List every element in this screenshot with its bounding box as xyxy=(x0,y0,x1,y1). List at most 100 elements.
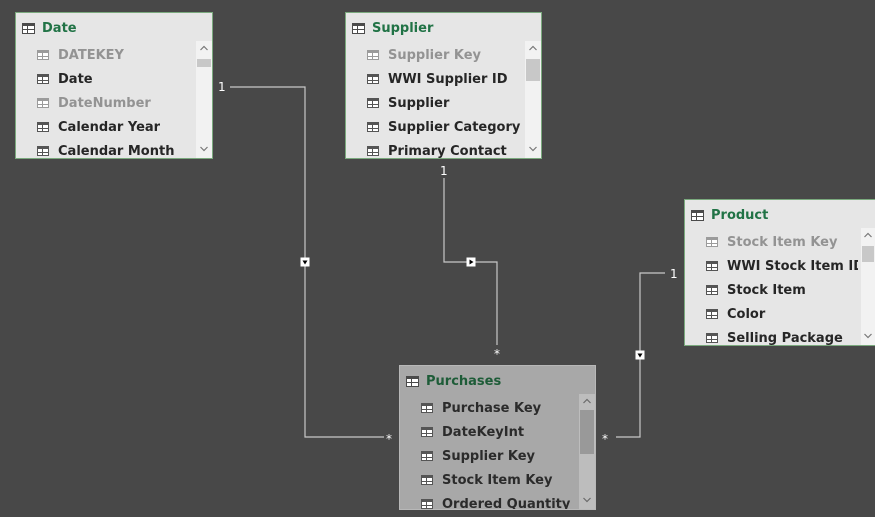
field-name: Color xyxy=(727,306,766,322)
field-name: Stock Item Key xyxy=(442,472,553,488)
scrollbar-purchases[interactable] xyxy=(579,394,595,509)
field-row[interactable]: Color xyxy=(685,302,858,326)
field-row[interactable]: Primary Contact xyxy=(346,139,524,158)
field-name: Primary Contact xyxy=(388,143,507,159)
field-row[interactable]: Calendar Month xyxy=(16,139,195,158)
table-header-supplier[interactable]: Supplier xyxy=(346,13,541,43)
table-title-date: Date xyxy=(42,20,77,36)
field-name: Calendar Year xyxy=(58,119,161,135)
table-title-purchases: Purchases xyxy=(426,373,502,389)
scrollbar-date[interactable] xyxy=(196,41,212,158)
scroll-down-arrow-icon[interactable] xyxy=(579,493,595,507)
table-grid-icon xyxy=(352,22,365,34)
field-row[interactable]: DateKeyInt xyxy=(400,420,578,444)
cardinality-one-supplier: 1 xyxy=(440,164,448,178)
table-card-date[interactable]: Date DATEKEY Date DateNumber Calendar Ye… xyxy=(15,12,213,159)
column-grid-icon xyxy=(37,122,49,132)
field-list-date: DATEKEY Date DateNumber Calendar Year Ca… xyxy=(16,43,195,158)
field-name: WWI Stock Item ID xyxy=(727,258,858,274)
table-title-product: Product xyxy=(711,207,769,223)
column-grid-icon xyxy=(37,74,49,84)
field-row[interactable]: Stock Item Key xyxy=(400,468,578,492)
field-name: DateKeyInt xyxy=(442,424,525,440)
filter-direction-date-purchases-icon[interactable] xyxy=(300,257,310,267)
column-grid-icon xyxy=(367,98,379,108)
field-row[interactable]: Calendar Year xyxy=(16,115,195,139)
field-name: WWI Supplier ID xyxy=(388,71,508,87)
column-grid-icon xyxy=(367,74,379,84)
table-grid-icon xyxy=(22,22,35,34)
column-grid-icon xyxy=(367,122,379,132)
scroll-up-arrow-icon[interactable] xyxy=(196,41,212,55)
field-name: DATEKEY xyxy=(58,47,124,63)
table-card-product[interactable]: Product Stock Item Key WWI Stock Item ID… xyxy=(684,199,875,346)
field-row[interactable]: WWI Supplier ID xyxy=(346,67,524,91)
column-grid-icon xyxy=(706,261,718,271)
field-row[interactable]: Ordered Quantity xyxy=(400,492,578,509)
scroll-up-arrow-icon[interactable] xyxy=(861,228,875,242)
filter-direction-product-purchases-icon[interactable] xyxy=(635,350,645,360)
field-row[interactable]: Supplier Key xyxy=(346,43,524,67)
cardinality-many-purchases-product: * xyxy=(602,432,608,446)
column-grid-icon xyxy=(37,98,49,108)
field-row[interactable]: Supplier Category xyxy=(346,115,524,139)
column-grid-icon xyxy=(37,50,49,60)
field-name: Stock Item Key xyxy=(727,234,838,250)
scroll-thumb[interactable] xyxy=(197,59,211,67)
field-name: Selling Package xyxy=(727,330,843,346)
scroll-down-arrow-icon[interactable] xyxy=(525,142,541,156)
field-row[interactable]: Supplier Key xyxy=(400,444,578,468)
column-grid-icon xyxy=(706,237,718,247)
table-title-supplier: Supplier xyxy=(372,20,434,36)
field-name: Purchase Key xyxy=(442,400,542,416)
field-row[interactable]: Purchase Key xyxy=(400,396,578,420)
field-name: Supplier Key xyxy=(442,448,536,464)
scrollbar-product[interactable] xyxy=(861,228,875,345)
relationship-line-supplier-purchases xyxy=(443,178,498,345)
scroll-down-arrow-icon[interactable] xyxy=(196,142,212,156)
field-name: Stock Item xyxy=(727,282,806,298)
cardinality-one-product: 1 xyxy=(670,267,678,281)
column-grid-icon xyxy=(421,427,433,437)
field-name: Supplier xyxy=(388,95,450,111)
cardinality-one-date: 1 xyxy=(218,80,226,94)
column-grid-icon xyxy=(706,309,718,319)
field-row[interactable]: WWI Stock Item ID xyxy=(685,254,858,278)
scroll-down-arrow-icon[interactable] xyxy=(861,329,875,343)
table-header-purchases[interactable]: Purchases xyxy=(400,366,595,396)
field-row[interactable]: Selling Package xyxy=(685,326,858,345)
table-grid-icon xyxy=(406,375,419,387)
scroll-up-arrow-icon[interactable] xyxy=(579,394,595,408)
scroll-thumb[interactable] xyxy=(862,246,874,262)
table-header-product[interactable]: Product xyxy=(685,200,875,230)
column-grid-icon xyxy=(421,475,433,485)
field-name: Supplier Key xyxy=(388,47,482,63)
field-name: Date xyxy=(58,71,93,87)
scroll-up-arrow-icon[interactable] xyxy=(525,41,541,55)
field-row[interactable]: Stock Item Key xyxy=(685,230,858,254)
field-row[interactable]: Supplier xyxy=(346,91,524,115)
field-row[interactable]: DateNumber xyxy=(16,91,195,115)
column-grid-icon xyxy=(421,499,433,509)
column-grid-icon xyxy=(706,333,718,343)
field-list-product: Stock Item Key WWI Stock Item ID Stock I… xyxy=(685,230,858,345)
column-grid-icon xyxy=(37,146,49,156)
scroll-thumb[interactable] xyxy=(526,59,540,81)
field-name: Supplier Category xyxy=(388,119,521,135)
column-grid-icon xyxy=(367,50,379,60)
filter-direction-supplier-purchases-icon[interactable] xyxy=(466,257,476,267)
field-row[interactable]: Stock Item xyxy=(685,278,858,302)
field-list-purchases: Purchase Key DateKeyInt Supplier Key Sto… xyxy=(400,396,578,509)
field-row[interactable]: Date xyxy=(16,67,195,91)
column-grid-icon xyxy=(421,451,433,461)
field-name: Calendar Month xyxy=(58,143,175,159)
table-header-date[interactable]: Date xyxy=(16,13,212,43)
table-card-supplier[interactable]: Supplier Supplier Key WWI Supplier ID Su… xyxy=(345,12,542,159)
field-row[interactable]: DATEKEY xyxy=(16,43,195,67)
table-card-purchases[interactable]: Purchases Purchase Key DateKeyInt Suppli… xyxy=(399,365,596,510)
cardinality-many-purchases-date: * xyxy=(386,432,392,446)
column-grid-icon xyxy=(367,146,379,156)
scroll-thumb[interactable] xyxy=(580,410,594,454)
scrollbar-supplier[interactable] xyxy=(525,41,541,158)
relationship-line-product-purchases xyxy=(616,272,665,438)
